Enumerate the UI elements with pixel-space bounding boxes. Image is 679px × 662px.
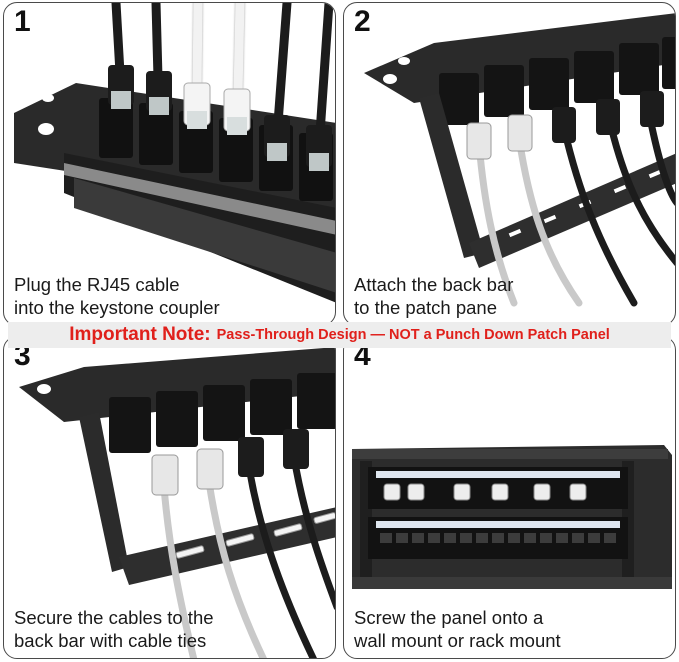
caption-line: Attach the back bar [354, 274, 514, 295]
panel-edge [64, 163, 335, 235]
cable-ties [175, 512, 335, 559]
keystone-couplers [439, 37, 675, 125]
step-caption: Plug the RJ45 cable into the keystone co… [14, 273, 220, 319]
upper-plugs [383, 483, 587, 501]
step-caption: Attach the back bar to the patch pane [354, 273, 513, 319]
panel-bracket [14, 83, 335, 213]
step-4-panel: 4 Screw the panel onto a wall mount or r… [343, 336, 676, 659]
panel-rail [74, 178, 335, 293]
mount-hole [383, 74, 397, 84]
step-1-panel: 1 Plug the RJ45 cable into the keystone … [3, 2, 336, 326]
rj45-cables [111, 3, 334, 138]
caption-line: Screw the panel onto a [354, 607, 544, 628]
step-number: 1 [14, 5, 31, 38]
step-4-illustration [352, 445, 672, 589]
label-strip [376, 521, 620, 528]
keystone-ports [380, 533, 616, 543]
rj45-plugs [151, 429, 309, 496]
caption-line: to the patch pane [354, 297, 497, 318]
mount-hole [28, 405, 40, 413]
step-number: 2 [354, 5, 371, 38]
step-3-panel: 3 Secure the cables to the back bar with… [3, 336, 336, 659]
caption-line: wall mount or rack mount [354, 630, 561, 651]
note-text: Pass-Through Design — NOT a Punch Down P… [216, 327, 610, 343]
rj45-plugs [466, 91, 664, 160]
rj45-cables [475, 109, 675, 307]
step-caption: Secure the cables to the back bar with c… [14, 606, 214, 652]
important-note-banner: Important Note: Pass-Through Design — NO… [8, 322, 671, 348]
rack-base [352, 577, 672, 589]
keystone-couplers [109, 373, 335, 453]
back-bar-arm [79, 412, 129, 572]
caption-line: back bar with cable ties [14, 630, 207, 651]
rj45-plugs [108, 65, 332, 171]
caption-line: Plug the RJ45 cable [14, 274, 180, 295]
step-2-panel: 2 Attach the back bar to the patch pane [343, 2, 676, 326]
panel-bracket [19, 347, 335, 422]
step-caption: Screw the panel onto a wall mount or rac… [354, 606, 561, 652]
rack-top [352, 449, 668, 459]
mount-hole [38, 123, 54, 135]
caption-line: Secure the cables to the [14, 607, 214, 628]
back-bar-arm [419, 93, 484, 258]
mount-hole [42, 94, 54, 102]
back-bar [469, 153, 675, 268]
step-3-illustration [19, 347, 335, 658]
step-1-illustration [14, 3, 335, 303]
mount-hole [398, 57, 410, 65]
mount-hole [37, 384, 51, 394]
step-2-illustration [364, 13, 675, 307]
label-strip [376, 471, 620, 478]
caption-line: into the keystone coupler [14, 297, 220, 318]
note-title: Important Note: [69, 324, 211, 345]
rj45-cables [160, 453, 335, 658]
